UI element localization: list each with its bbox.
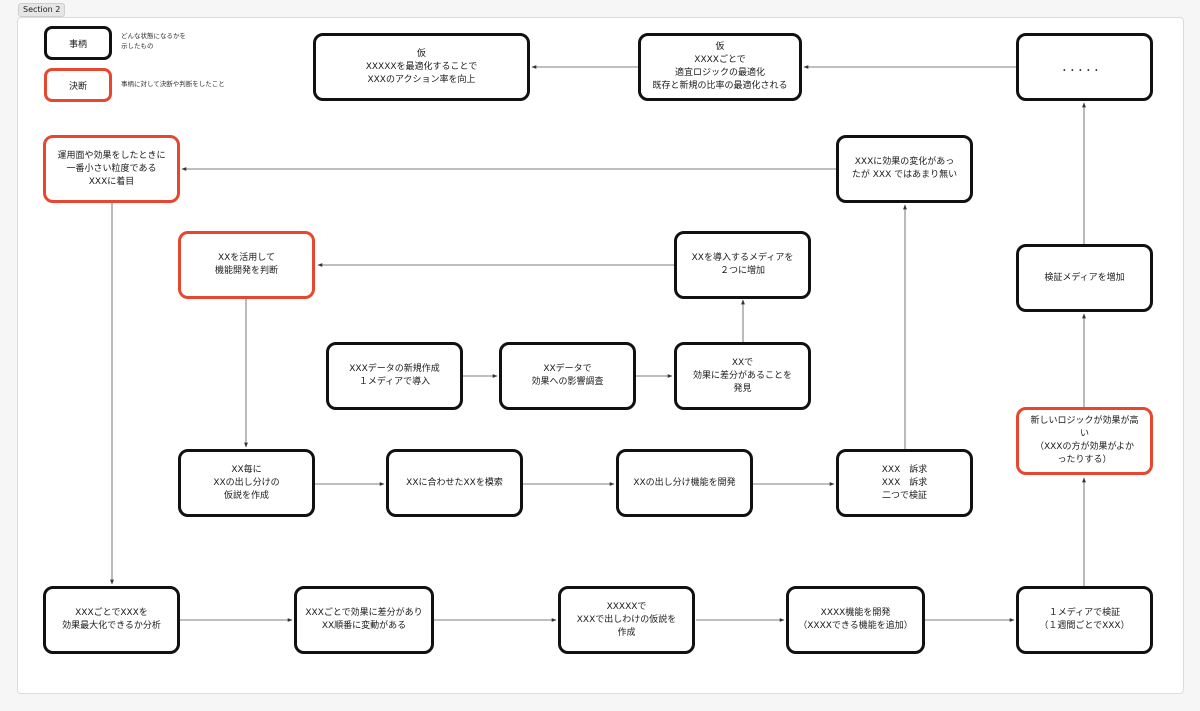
legend-event-desc: どんな状態になるかを 示したもの bbox=[121, 32, 186, 50]
node-effect-difference-order[interactable]: XXXごとで効果に差分があり XX順番に変動がある bbox=[294, 586, 434, 654]
node-new-data-creation[interactable]: XXXデータの新規作成 １メディアで導入 bbox=[326, 342, 463, 410]
node-decision-new-logic-better[interactable]: 新しいロジックが効果が高い （XXXの方が効果がよか ったりする） bbox=[1016, 407, 1153, 475]
node-hypothesis-split[interactable]: XXXXXで XXXで出しわけの仮説を 作成 bbox=[558, 586, 695, 654]
node-effect-change-observed[interactable]: XXXに効果の変化があっ たが XXX ではあまり無い bbox=[836, 135, 973, 203]
node-develop-xxxx-feature[interactable]: XXXX機能を開発 （XXXXできる機能を追加） bbox=[786, 586, 925, 654]
legend-decision-box: 決断 bbox=[44, 68, 112, 102]
node-decision-focus-smallest-unit[interactable]: 運用面や効果をしたときに 一番小さい粒度である XXXに着目 bbox=[43, 135, 180, 203]
node-verify-two-appeals[interactable]: XXX 訴求 XXX 訴求 二つで検証 bbox=[836, 449, 973, 517]
legend-decision-desc: 事柄に対して決断や判断をしたこと bbox=[121, 80, 225, 88]
legend-event-label: 事柄 bbox=[68, 39, 87, 50]
node-analyze-maximization[interactable]: XXXごとでXXXを 効果最大化できるか分析 bbox=[43, 586, 180, 654]
node-effect-impact-survey[interactable]: XXデータで 効果への影響調査 bbox=[499, 342, 636, 410]
legend-event-box: 事柄 bbox=[44, 26, 112, 60]
section-label[interactable]: Section 2 bbox=[18, 3, 66, 17]
node-increase-verification-media[interactable]: 検証メディアを増加 bbox=[1016, 244, 1153, 312]
node-develop-split-feature[interactable]: XXの出し分け機能を開発 bbox=[616, 449, 753, 517]
node-effect-difference-found[interactable]: XXで 効果に差分があることを 発見 bbox=[674, 342, 811, 410]
node-ellipsis[interactable]: ．．．．． bbox=[1016, 33, 1153, 101]
node-increase-media-two[interactable]: XXを導入するメディアを ２つに増加 bbox=[674, 231, 811, 299]
node-decision-feature-development[interactable]: XXを活用して 機能開発を判断 bbox=[178, 231, 315, 299]
node-verify-one-media[interactable]: １メディアで検証 （１週間ごとでXXX） bbox=[1016, 586, 1153, 654]
node-hypothesis-optimize-action[interactable]: 仮 XXXXXを最適化することで XXXのアクション率を向上 bbox=[313, 33, 530, 101]
node-hypothesis-logic-optimization[interactable]: 仮 XXXXごとで 適宜ロジックの最適化 既存と新規の比率の最適化される bbox=[638, 33, 802, 101]
node-hypothesis-per-xx[interactable]: XX毎に XXの出し分けの 仮説を作成 bbox=[178, 449, 315, 517]
legend-decision-label: 決断 bbox=[68, 81, 87, 92]
node-explore-matching-xx[interactable]: XXに合わせたXXを模索 bbox=[386, 449, 523, 517]
